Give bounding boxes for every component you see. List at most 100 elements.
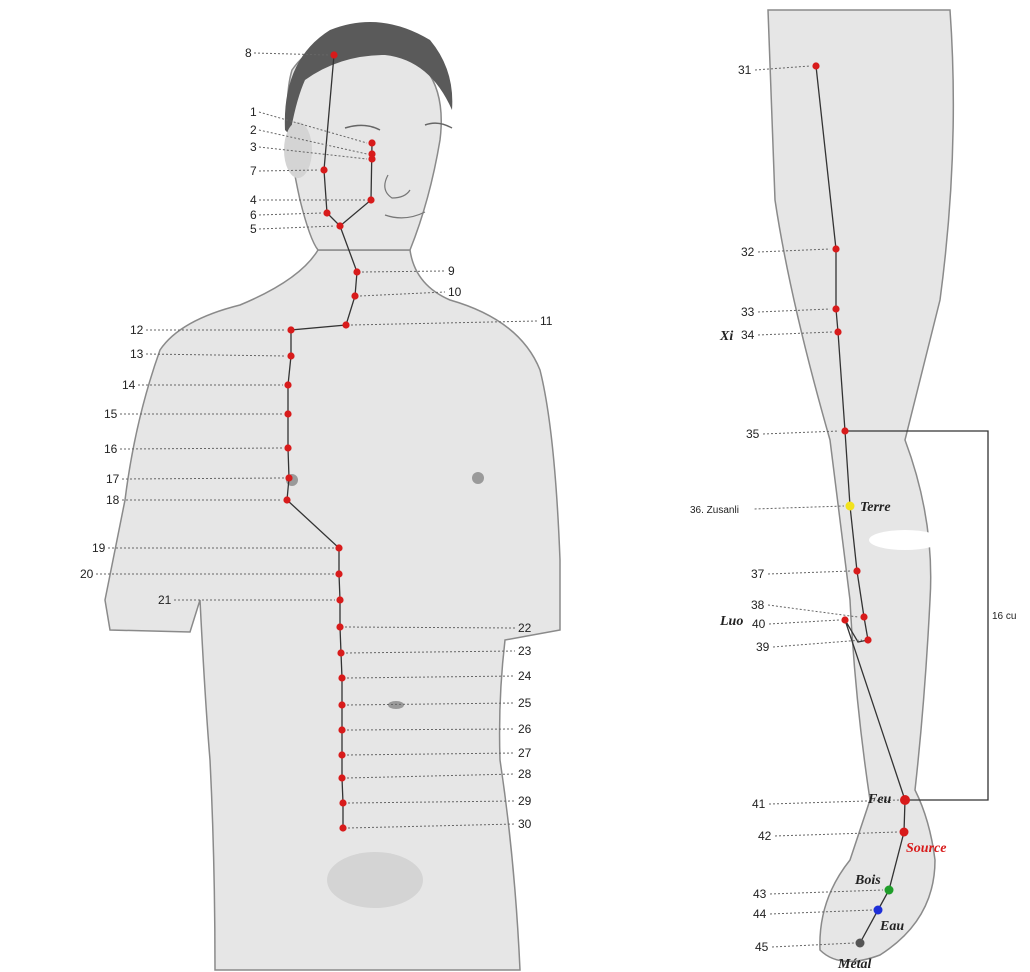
acupoint-9 [353,268,360,275]
leader-line [768,571,851,574]
acupoint-37 [853,567,860,574]
element-source: Source [906,841,946,856]
point-label-27: 27 [518,746,532,760]
acupoint-4 [367,196,374,203]
point-label-15: 15 [104,407,118,421]
point-label-14: 14 [122,378,136,392]
point-label-3: 3 [250,140,257,154]
bracket-label: 16 cu [992,611,1016,622]
leg-figure [768,10,953,961]
point-label-30: 30 [518,817,532,831]
element-eau: Eau [879,919,904,934]
acupoint-15 [284,410,291,417]
element-feu: Feu [867,792,892,807]
acupoint-18 [283,496,290,503]
acupoint-42 [900,828,909,837]
leader-line [755,506,844,509]
acupoint-7 [320,166,327,173]
acupoint-35 [841,427,848,434]
point-label-23: 23 [518,644,532,658]
point-label-17: 17 [106,472,120,486]
point-label-41: 41 [752,797,766,811]
point-label-21: 21 [158,593,172,607]
acupoint-21 [336,596,343,603]
point-label-18: 18 [106,493,120,507]
acupoint-11 [342,321,349,328]
acupoint-44 [874,906,883,915]
point-label-38: 38 [751,598,765,612]
point-label-2: 2 [250,123,257,137]
point-label-12: 12 [130,323,144,337]
point-label-36: 36. Zusanli [690,505,739,516]
tag-luo: Luo [719,614,743,629]
acupoint-10 [351,292,358,299]
point-label-22: 22 [518,621,532,635]
acupoint-27 [338,751,345,758]
point-label-31: 31 [738,63,752,77]
acupoint-14 [284,381,291,388]
acupoint-36 [846,502,855,511]
point-label-1: 1 [250,105,257,119]
acupoint-29 [339,799,346,806]
acupoint-41 [900,795,910,805]
element-terre: Terre [860,500,891,515]
acupoint-28 [338,774,345,781]
acupoint-17 [285,474,292,481]
point-label-28: 28 [518,767,532,781]
acupoint-32 [832,245,839,252]
acupoint-8 [330,51,337,58]
point-label-29: 29 [518,794,532,808]
point-label-37: 37 [751,567,765,581]
point-label-13: 13 [130,347,144,361]
point-label-26: 26 [518,722,532,736]
acupoint-34 [834,328,841,335]
point-label-33: 33 [741,305,755,319]
leader-line [768,605,858,617]
acupoint-12 [287,326,294,333]
point-label-44: 44 [753,907,767,921]
acupoint-40 [841,616,848,623]
acupoint-39 [864,636,871,643]
point-label-11: 11 [540,314,553,328]
tag-xi: Xi [719,329,733,344]
point-label-35: 35 [746,427,760,441]
torso-figure [105,22,560,970]
acupoint-13 [287,352,294,359]
point-label-10: 10 [448,285,462,299]
acupoint-20 [335,570,342,577]
point-label-8: 8 [245,46,252,60]
point-label-19: 19 [92,541,106,555]
point-label-34: 34 [741,328,755,342]
acupoint-16 [284,444,291,451]
point-label-9: 9 [448,264,455,278]
point-label-40: 40 [752,617,766,631]
acupoint-43 [885,886,894,895]
element-métal: Métal [837,957,872,972]
acupoint-38 [860,613,867,620]
acupoint-33 [832,305,839,312]
acupoint-26 [338,726,345,733]
acupoint-3 [368,155,375,162]
point-label-16: 16 [104,442,118,456]
point-label-20: 20 [80,567,94,581]
acupoint-25 [338,701,345,708]
acupoint-5 [336,222,343,229]
leader-line [769,620,839,624]
acupoint-45 [856,939,865,948]
point-label-39: 39 [756,640,770,654]
acupoint-30 [339,824,346,831]
acupoint-24 [338,674,345,681]
element-bois: Bois [854,873,881,888]
point-label-32: 32 [741,245,755,259]
point-label-45: 45 [755,940,769,954]
acupoint-6 [323,209,330,216]
acupoint-23 [337,649,344,656]
acupoint-22 [336,623,343,630]
point-label-7: 7 [250,164,257,178]
acupoint-19 [335,544,342,551]
leader-line [773,640,862,647]
point-label-25: 25 [518,696,532,710]
point-label-5: 5 [250,222,257,236]
